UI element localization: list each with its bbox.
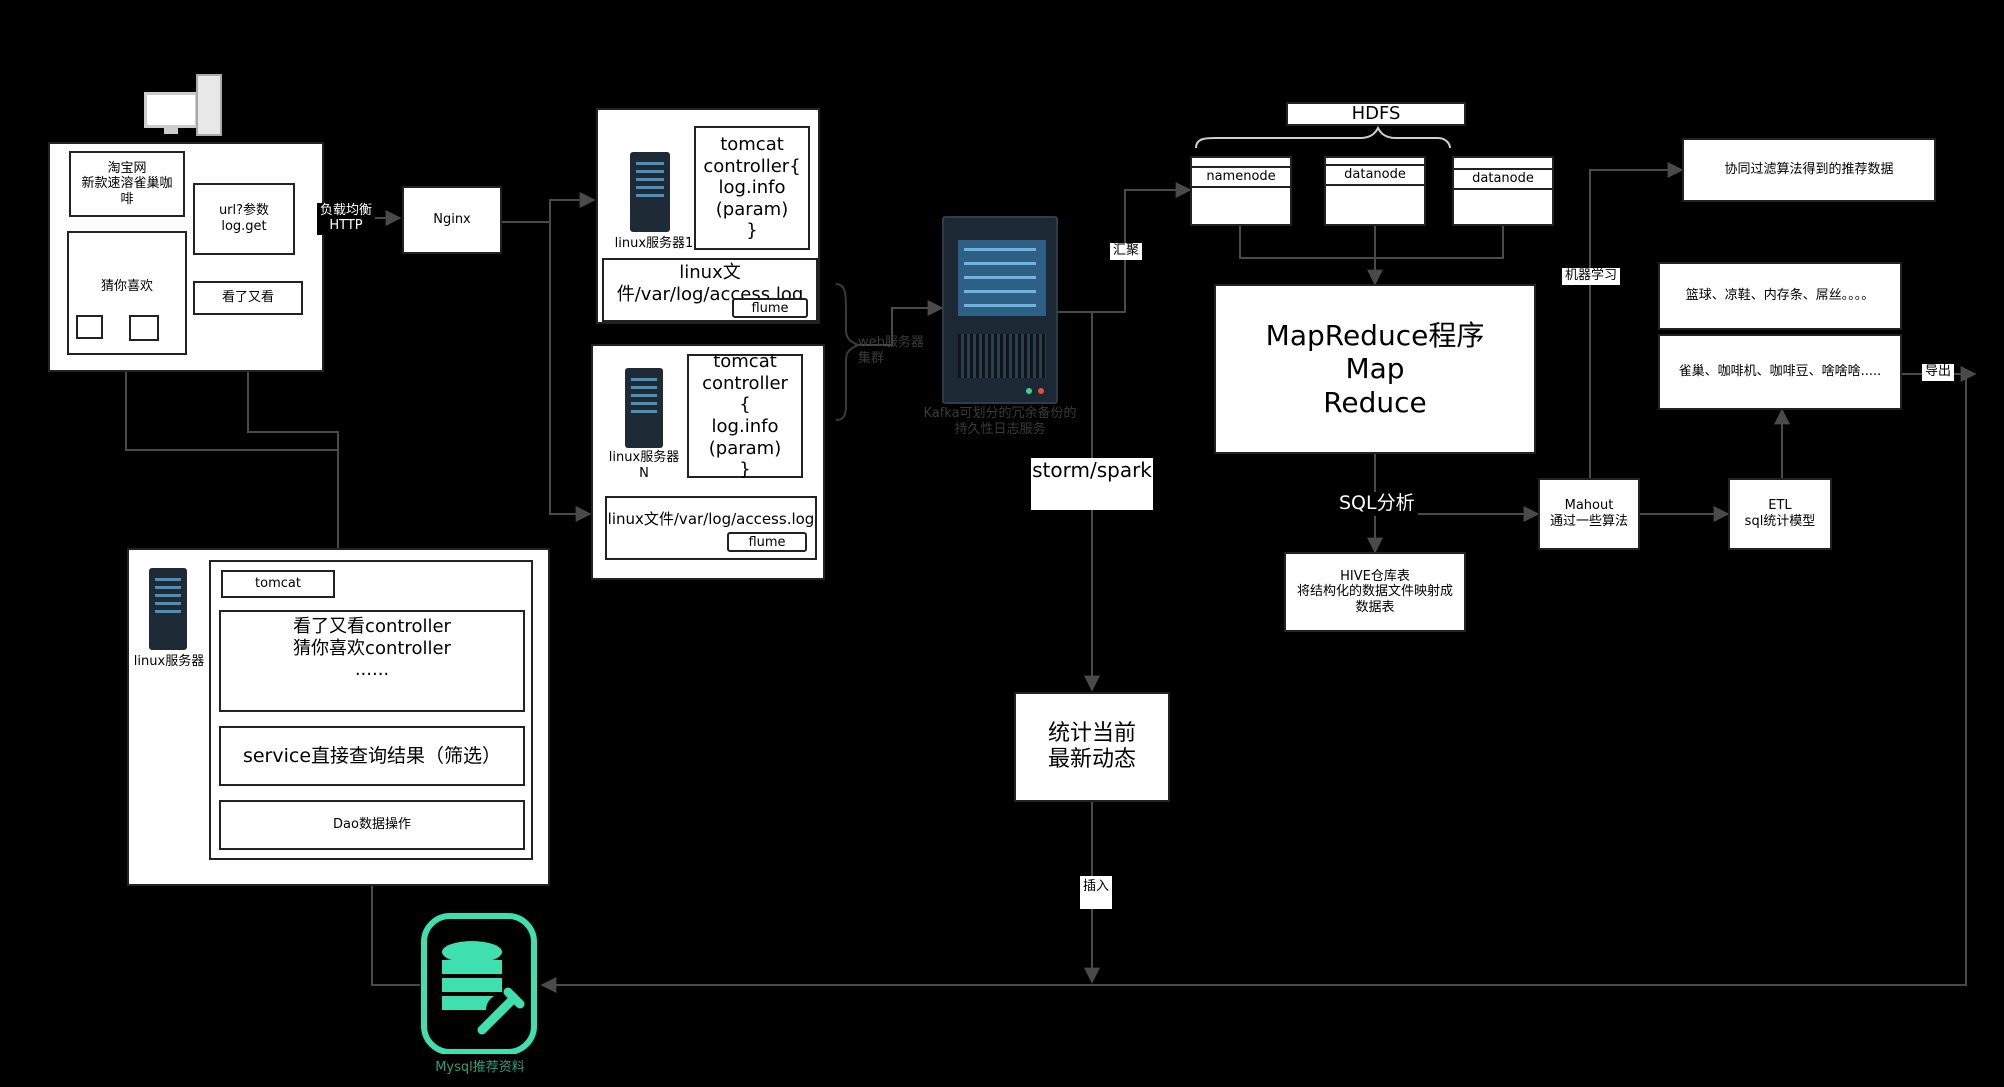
etl-box: ETL sql统计模型 [1728, 478, 1832, 550]
web-server-1: linux服务器1 tomcat controller{ log.info (p… [596, 108, 820, 324]
storm-spark-box: storm/spark [1031, 458, 1153, 510]
client-title: 淘宝网 新款速溶雀巢咖 啡 [69, 151, 185, 217]
server-label: linux服务器 [133, 654, 205, 669]
hdfs-brace [1195, 125, 1451, 149]
tomcat-box: tomcat controller{ log.info (param) } [694, 126, 810, 250]
label-machine-learning: 机器学习 [1562, 268, 1621, 285]
namenode-label: namenode [1190, 166, 1292, 188]
cf-result-box: 协同过滤算法得到的推荐数据 [1682, 138, 1936, 202]
kafka-label: Kafka可划分的冗余备份的 持久性日志服务 [923, 406, 1077, 438]
server-label: linux服务器 N [608, 450, 680, 481]
server-rack-icon [630, 152, 670, 232]
url-param-box[interactable]: url?参数 log.get [193, 183, 295, 255]
datanode-box: datanode [1452, 156, 1554, 226]
app-tomcat-container: tomcat 看了又看controller 猜你喜欢controller ...… [209, 560, 533, 860]
wire-app-client-left [118, 354, 338, 451]
label-insert: 插入 [1080, 876, 1113, 909]
app-server: linux服务器 tomcat 看了又看controller 猜你喜欢contr… [127, 548, 550, 886]
product-thumb[interactable] [76, 315, 103, 339]
viewed-also-panel[interactable]: 看了又看 [193, 281, 303, 315]
dao-box: Dao数据操作 [219, 800, 525, 850]
recommend-list-1: 篮球、凉鞋、内存条、屌丝。。。。 [1658, 262, 1902, 330]
hive-box: HIVE仓库表 将结构化的数据文件映射成 数据表 [1284, 552, 1466, 632]
controllers-box: 看了又看controller 猜你喜欢controller ...... [219, 610, 525, 712]
tomcat-box: tomcat controller { log.info (param) } [687, 351, 803, 480]
wire-nginx-webn [549, 222, 592, 522]
web-server-n: linux服务器 N tomcat controller { log.info … [591, 344, 825, 580]
server-rack-icon [149, 568, 187, 650]
label-load-balance: 负载均衡 HTTP [317, 203, 376, 235]
hdfs-title: HDFS [1286, 102, 1466, 126]
server-rack-icon [625, 368, 663, 448]
wire-app-client [240, 316, 339, 548]
product-thumb[interactable] [129, 315, 159, 341]
mapreduce-box: MapReduce程序 Map Reduce [1214, 284, 1536, 454]
mysql-database-icon [420, 912, 538, 1055]
recommend-list-2: 雀巢、咖啡机、咖啡豆、啥啥啥..... [1658, 334, 1902, 410]
wire-mahout-cf [1589, 162, 1684, 478]
tomcat-label: tomcat [221, 570, 335, 598]
web-cluster-brace [835, 283, 861, 421]
datanode-label: datanode [1324, 164, 1426, 186]
wire-nginx-web1 [502, 192, 596, 223]
namenode-box: namenode [1190, 156, 1292, 226]
mysql-label: Mysql推荐资料 [435, 1060, 525, 1075]
flume-agent: flume [727, 532, 807, 552]
web-cluster-label: web服务器 集群 [858, 335, 924, 367]
label-collect: 汇聚 [1110, 243, 1143, 260]
realtime-stats-box: 统计当前 最新动态 [1014, 692, 1170, 802]
guess-you-like-label: 猜你喜欢 [100, 279, 153, 294]
label-export: 导出 [1922, 364, 1955, 381]
service-box: service直接查询结果（筛选） [219, 726, 525, 786]
datanode-label: datanode [1452, 168, 1554, 190]
datanode-box: datanode [1324, 156, 1426, 226]
flume-agent: flume [732, 298, 808, 318]
kafka-server-icon [942, 216, 1058, 404]
client-webpage: 淘宝网 新款速溶雀巢咖 啡 url?参数 log.get 猜你喜欢 看了又看 [48, 142, 324, 372]
nginx-box: Nginx [402, 186, 502, 254]
wire-cluster-kafka [855, 300, 944, 346]
wire-namenode-down [1239, 224, 1504, 259]
wire-mysql-app [364, 848, 420, 986]
wire-export-mysql [540, 374, 1967, 993]
server-label: linux服务器1 [614, 236, 694, 251]
mahout-box: Mahout 通过一些算法 [1538, 478, 1640, 550]
guess-you-like-panel[interactable]: 猜你喜欢 [67, 231, 187, 355]
desktop-computer-icon [144, 74, 224, 136]
label-sql-analysis: SQL分析 [1336, 492, 1418, 516]
